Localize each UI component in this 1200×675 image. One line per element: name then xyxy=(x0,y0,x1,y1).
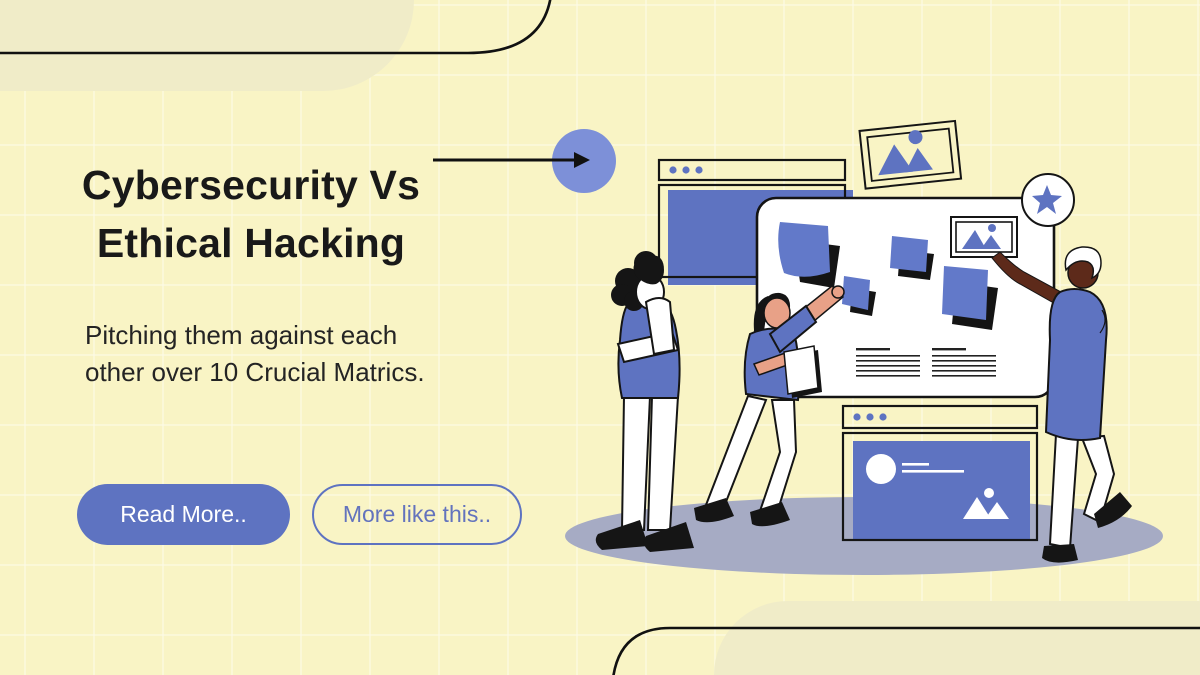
title-line-2: Ethical Hacking xyxy=(96,219,406,266)
more-like-this-button[interactable]: More like this.. xyxy=(312,484,522,545)
sticky-note-icon xyxy=(942,266,998,330)
read-more-button[interactable]: Read More.. xyxy=(77,484,290,545)
sticky-note-icon xyxy=(842,276,876,316)
profile-card-window-icon xyxy=(841,404,1039,542)
image-placeholder-icon xyxy=(950,216,1018,258)
whiteboard-icon xyxy=(755,196,1056,399)
right-arrow-icon xyxy=(433,152,590,168)
button-row: Read More.. More like this.. xyxy=(77,484,522,545)
person-pointing xyxy=(991,246,1132,563)
subtitle-line-1: Pitching them against each xyxy=(85,320,398,350)
corner-curve-bottom-right xyxy=(612,626,1200,675)
sticky-note-icon xyxy=(778,222,840,288)
corner-curve-top-left xyxy=(0,0,552,55)
title-line-1: Cybersecurity Vs xyxy=(81,162,421,209)
sticky-note-icon xyxy=(890,236,934,280)
star-badge-icon xyxy=(1021,173,1075,227)
corner-tint-bottom-right xyxy=(714,601,1200,675)
page-title: Cybersecurity Vs Ethical Hacking xyxy=(55,157,447,272)
board-text-lines xyxy=(856,348,996,377)
person-thinking xyxy=(595,251,694,552)
subtitle-line-2: other over 10 Crucial Matrics. xyxy=(85,357,425,388)
subtitle: Pitching them against each other over 10… xyxy=(85,317,515,391)
corner-tint-top-left xyxy=(0,0,414,91)
picture-frame-icon xyxy=(858,119,963,190)
person-posting-note xyxy=(694,284,845,527)
